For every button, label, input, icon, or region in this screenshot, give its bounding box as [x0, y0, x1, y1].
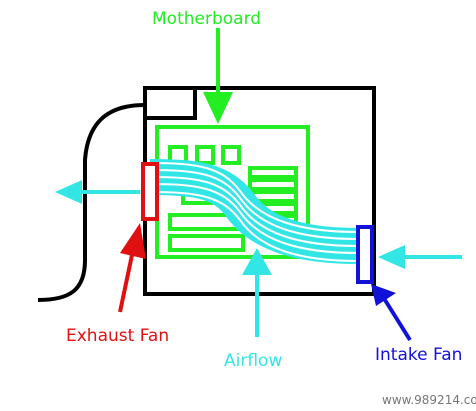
airflow-in-arrow [378, 245, 462, 269]
mb-slot-3 [221, 145, 241, 165]
intake-fan [356, 225, 374, 284]
mb-slot-2 [195, 145, 215, 165]
mb-bar-2 [168, 234, 245, 252]
airflow-label-arrow [242, 248, 272, 337]
motherboard-arrow [203, 28, 233, 124]
power-cable [37, 103, 146, 302]
intake-fan-arrow [371, 284, 412, 342]
airflow-out-arrow [55, 180, 140, 204]
intake-fan-label: Intake Fan [375, 345, 462, 365]
watermark: www.989214.com [382, 393, 476, 407]
exhaust-fan [141, 162, 159, 221]
exhaust-fan-arrow [118, 223, 146, 313]
exhaust-fan-label: Exhaust Fan [66, 326, 169, 346]
motherboard-label: Motherboard [152, 9, 261, 29]
airflow-label: Airflow [224, 351, 282, 371]
power-supply [143, 86, 197, 120]
airflow-stream [149, 159, 359, 264]
